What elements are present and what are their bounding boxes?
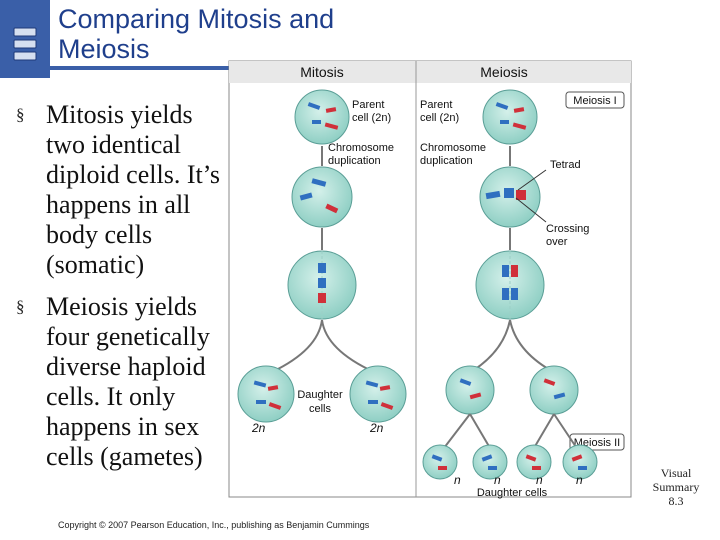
meiosis-daughter-cell-3 [516,444,552,480]
meiosis-arrow-4d [553,413,579,451]
bullet-marker: § [16,297,25,316]
meiosis-ploidy-1: n [454,473,461,487]
meiosis-dup-label-2: duplication [420,155,473,167]
meiosis-daughter-cell-2 [472,444,508,480]
mitosis-header: Mitosis [300,64,344,80]
mitosis-metaphase-cell [287,250,357,320]
tetrad-label: Tetrad [550,159,581,171]
meiosis-daughter-cell-1 [422,444,458,480]
mitosis-dup-label-1: Chromosome [328,142,394,154]
meiosis-1-box [565,91,625,109]
meiosis-ploidy-4: n [576,473,583,487]
visual-summary: Visual Summary 8.3 [640,466,712,508]
crossing-label-2: over [546,236,568,248]
mitosis-parent-label-1: Parent [352,99,384,111]
mitosis-duplicated-cell [291,166,353,228]
meiosis-daughter-label: Daughter cells [477,487,548,499]
mitosis-parent-cell [294,89,350,145]
mitosis-ploidy-left: 2n [251,421,266,435]
slide-stack-icon [13,27,37,61]
slide-title-line-1: Comparing Mitosis and [58,4,335,34]
bullet-item-mitosis: § Mitosis yields two identical diploid c… [16,100,231,280]
bullet-marker: § [16,105,25,124]
mitosis-meiosis-figure: .lbl { font-family: "Liberation Sans", s… [228,60,632,499]
meiosis-arrow-3b [509,319,551,371]
mitosis-dup-label-2: duplication [328,155,381,167]
mitosis-parent-label-2: cell (2n) [352,112,391,124]
visual-summary-line-1: Visual [660,466,692,480]
meiosis-header: Meiosis [480,64,527,80]
mitosis-daughter-label-2: cells [309,403,332,415]
header-decoration [0,0,230,78]
meiosis-ploidy-3: n [536,473,543,487]
crossing-pointer [515,197,547,223]
meiosis-daughter-cell-4 [562,444,598,480]
header-left-band [0,0,50,78]
mitosis-daughter-cell-left [237,365,295,423]
meiosis-arrow-3a [473,319,511,371]
visual-summary-line-3: 8.3 [668,494,684,508]
header-underline [50,66,230,70]
meiosis-arrow-4b [469,413,491,449]
mitosis-daughter-label-1: Daughter [297,389,343,401]
slide-title-line-2: Meiosis [58,34,150,64]
visual-summary-line-2: Summary [652,480,700,494]
mitosis-ploidy-right: 2n [369,421,384,435]
figure-header-band [229,61,631,83]
mitosis-arrow-3b [321,319,375,373]
meiosis-parent-label-2: cell (2n) [420,112,459,124]
crossing-label-1: Crossing [546,223,589,235]
meiosis-ploidy-2: n [494,473,501,487]
bullet-item-meiosis: § Meiosis yields four genetically divers… [16,292,231,472]
copyright-credit: Copyright © 2007 Pearson Education, Inc.… [58,520,370,530]
meiosis-metaphase-cell [475,250,545,320]
meiosis-1-label: Meiosis I [573,95,616,107]
slide-title: Comparing Mitosis and Meiosis [58,4,458,64]
tetrad-pointer [517,169,547,191]
meiosis-1-cell-right [529,365,579,415]
bullet-list: § Mitosis yields two identical diploid c… [16,100,231,484]
meiosis-arrow-4c [533,413,555,449]
meiosis-parent-cell [482,89,538,145]
mitosis-arrow-3a [271,319,323,373]
meiosis-tetrad-cell [479,166,541,228]
bullet-text: Meiosis yields four genetically diverse … [46,292,210,471]
meiosis-arrow-4a [443,413,471,449]
bullet-text: Mitosis yields two identical diploid cel… [46,100,221,279]
meiosis-parent-label-1: Parent [420,99,452,111]
meiosis-dup-label-1: Chromosome [420,142,486,154]
meiosis-1-cell-left [445,365,495,415]
mitosis-daughter-cell-right [349,365,407,423]
